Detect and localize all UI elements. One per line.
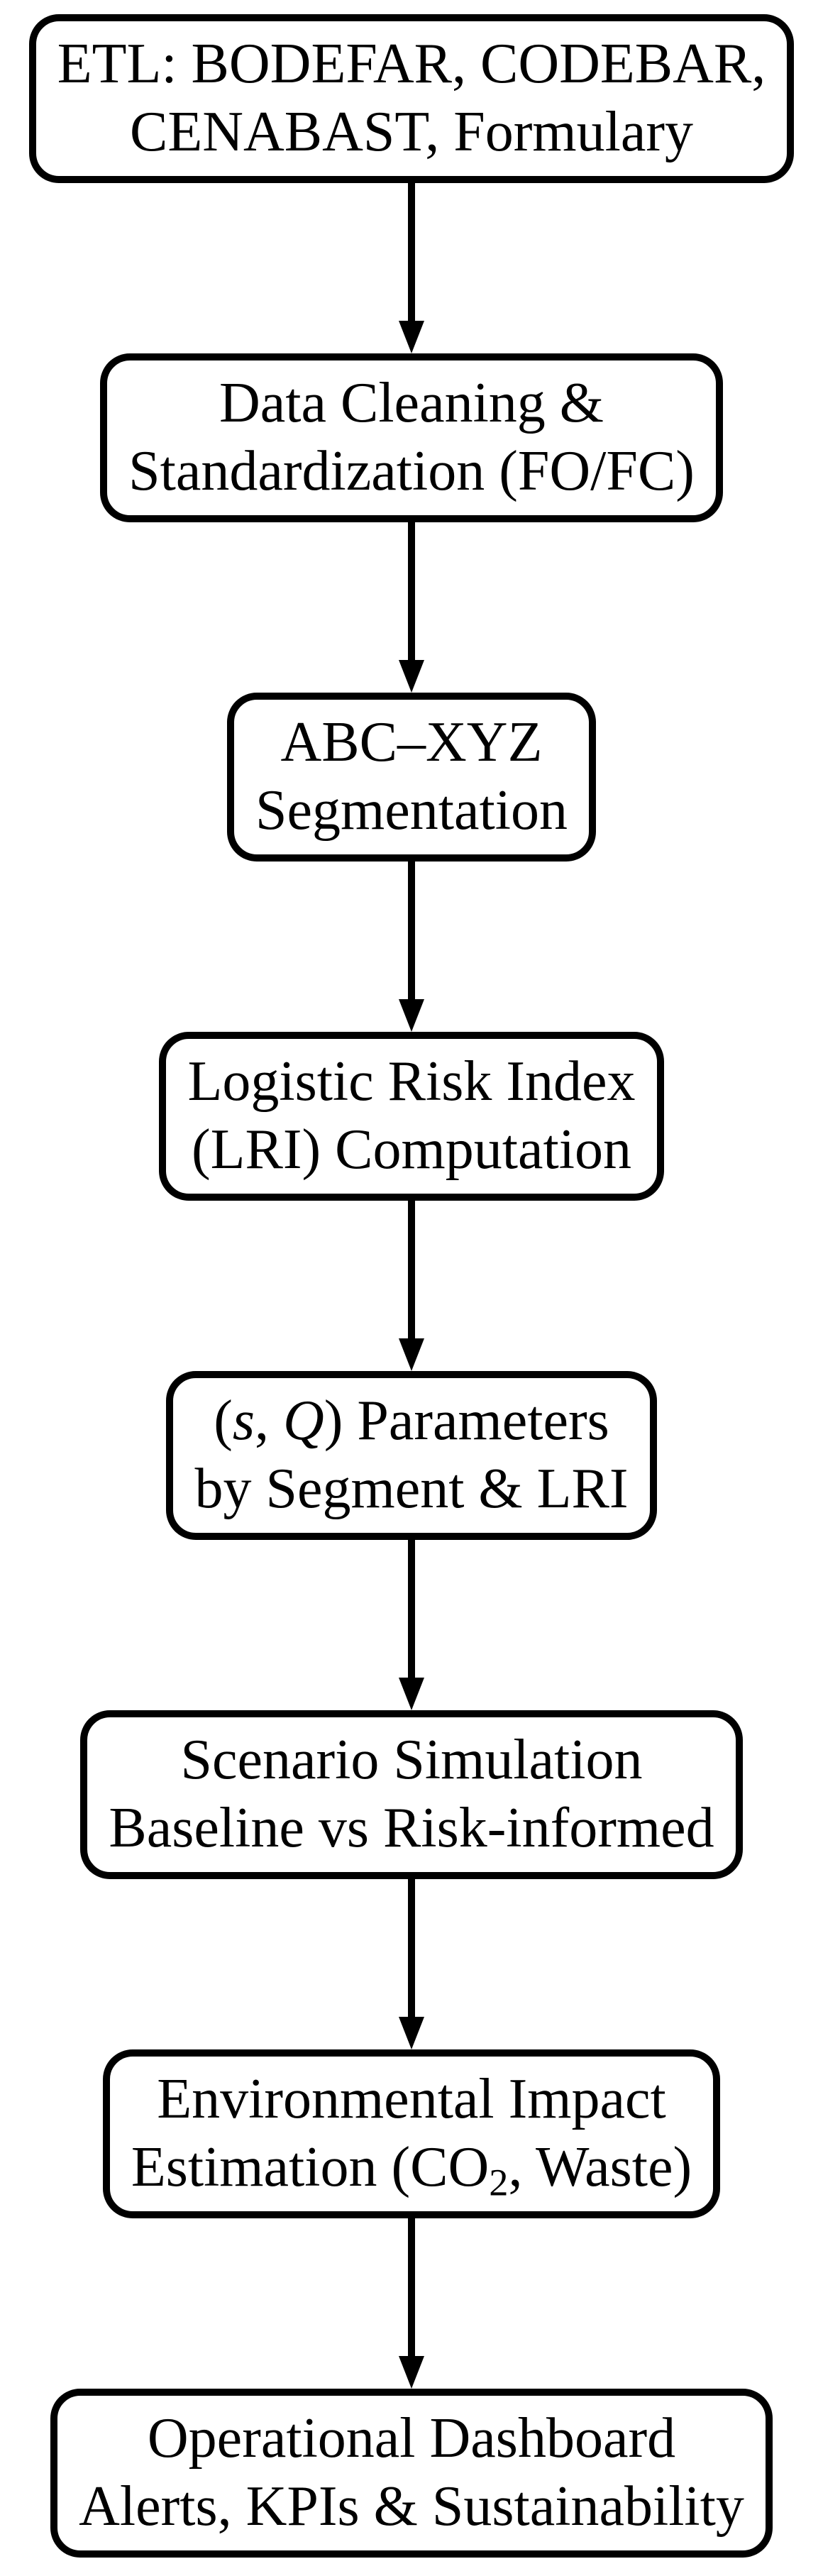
node-text-line: (s, Q) Parameters [194, 1387, 628, 1455]
arrow-down-icon [399, 999, 424, 1032]
arrow-connector [399, 2218, 424, 2389]
node-text-line: Alerts, KPIs & Sustainability [79, 2475, 744, 2538]
arrow-connector [399, 183, 424, 353]
arrow-connector [399, 522, 424, 693]
arrow-shaft [408, 1540, 415, 1678]
node-lri-computation: Logistic Risk Index (LRI) Computation [159, 1032, 664, 1201]
node-text-line: CENABAST, Formulary [129, 101, 694, 163]
arrow-connector [399, 1201, 424, 1371]
node-text-line: Baseline vs Risk-informed [109, 1797, 714, 1859]
node-text-line: ETL: BODEFAR, CODEBAR, [57, 33, 766, 95]
node-text-line: Operational Dashboard [147, 2407, 676, 2470]
line-prefix: Estimation (CO [131, 2136, 490, 2198]
arrow-shaft [408, 862, 415, 999]
node-operational-dashboard: Operational Dashboard Alerts, KPIs & Sus… [50, 2389, 773, 2558]
node-etl-sources: ETL: BODEFAR, CODEBAR, CENABAST, Formula… [28, 14, 795, 183]
arrow-connector [399, 862, 424, 1032]
arrow-down-icon [399, 1678, 424, 1710]
node-text-line: Estimation (CO2, Waste) [131, 2133, 692, 2204]
arrow-down-icon [399, 2017, 424, 2049]
node-data-cleaning: Data Cleaning & Standardization (FO/FC) [100, 353, 723, 522]
node-text-line: by Segment & LRI [194, 1458, 629, 1520]
node-text-line: ABC–XYZ [280, 711, 543, 774]
math-var-q: Q [282, 1389, 324, 1452]
comma-separator: , [254, 1389, 283, 1452]
node-text-line: Environmental Impact [157, 2068, 666, 2130]
arrow-down-icon [399, 1338, 424, 1371]
node-sq-parameters: (s, Q) Parameters by Segment & LRI [166, 1371, 657, 1540]
node-text-line: Segmentation [255, 779, 568, 842]
arrow-down-icon [399, 321, 424, 353]
node-text-line: Logistic Risk Index [187, 1050, 636, 1113]
arrow-down-icon [399, 2356, 424, 2389]
node-text-line: (LRI) Computation [192, 1118, 631, 1181]
line-suffix: , Waste) [508, 2136, 692, 2198]
arrow-connector [399, 1879, 424, 2049]
math-var-s: s [232, 1389, 255, 1452]
arrow-shaft [408, 1879, 415, 2017]
arrow-shaft [408, 1201, 415, 1338]
arrow-shaft [408, 522, 415, 660]
arrow-shaft [408, 183, 415, 321]
co2-subscript: 2 [489, 2161, 509, 2204]
line-remainder: ) Parameters [324, 1389, 609, 1452]
arrow-down-icon [399, 660, 424, 693]
node-text-line: Standardization (FO/FC) [128, 440, 695, 502]
node-abc-xyz-segmentation: ABC–XYZ Segmentation [227, 693, 596, 862]
node-text-line: Scenario Simulation [180, 1729, 643, 1791]
arrow-shaft [408, 2218, 415, 2356]
node-scenario-simulation: Scenario Simulation Baseline vs Risk-inf… [80, 1710, 743, 1879]
paren-open: ( [214, 1389, 233, 1452]
arrow-connector [399, 1540, 424, 1710]
node-text-line: Data Cleaning & [219, 372, 604, 434]
node-environmental-impact: Environmental Impact Estimation (CO2, Wa… [102, 2049, 721, 2218]
